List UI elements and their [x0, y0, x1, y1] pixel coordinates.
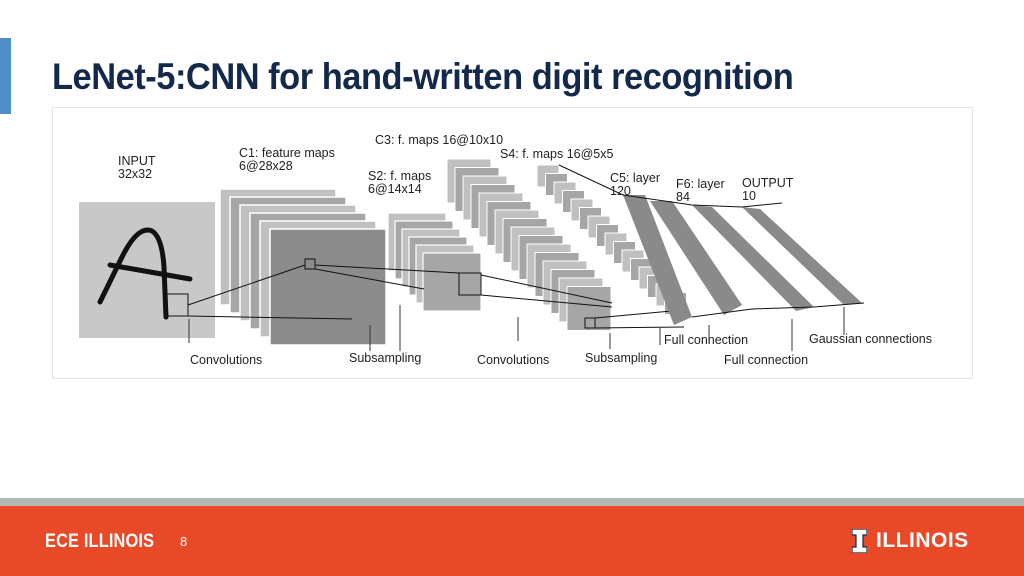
s4-label: S4: f. maps 16@5x5 [500, 147, 613, 161]
subsampling-label-2: Subsampling [585, 351, 657, 365]
sub1-line-a [314, 264, 460, 274]
sub2-line-a [594, 309, 683, 319]
input-digit-stroke [97, 227, 169, 320]
c1-feature-map [269, 228, 387, 346]
footer-logo-text: ILLINOIS [876, 529, 969, 552]
footer-bar: ECE ILLINOIS 8 ILLINOIS [0, 506, 1024, 576]
c3-feature-map [566, 286, 612, 331]
sub2-line-b [594, 326, 685, 329]
conv1-line-a [187, 264, 306, 306]
top-connection-line [558, 164, 783, 208]
page-number: 8 [180, 534, 188, 549]
slide-title: LeNet-5:CNN for hand-written digit recog… [52, 56, 794, 97]
gaussian-connections-label: Gaussian connections [809, 332, 932, 346]
output-layer-band [742, 207, 862, 305]
sub1-line-b [314, 268, 425, 290]
c3-label: C3: f. maps 16@10x10 [375, 133, 503, 147]
illinois-logo: ILLINOIS [852, 528, 969, 554]
full-connection-label-2: Full connection [724, 353, 808, 367]
title-accent-bar [0, 38, 11, 114]
c1-receptive-field [304, 258, 316, 270]
subsampling-label-1: Subsampling [349, 351, 421, 365]
footer-divider-strip [0, 498, 1024, 506]
conv1-line-b [187, 315, 353, 320]
s2-receptive-field [458, 272, 482, 296]
conv2-line-b [480, 294, 613, 308]
full-connection-label-1: Full connection [664, 333, 748, 347]
input-digit-crossbar [107, 262, 193, 282]
c5-layer-band [623, 195, 692, 325]
s4-receptive-field [584, 317, 596, 329]
s2-feature-map [422, 252, 482, 312]
conv2-line-a [480, 274, 613, 304]
convolutions-label-2: Convolutions [477, 353, 549, 367]
footer-brand: ECE ILLINOIS [45, 531, 155, 552]
bottom-connection-line [691, 302, 865, 318]
f6-layer-band [692, 205, 814, 311]
convolutions-label-1: Convolutions [190, 353, 262, 367]
block-i-icon [852, 529, 867, 553]
c5-layer-band [650, 201, 742, 315]
